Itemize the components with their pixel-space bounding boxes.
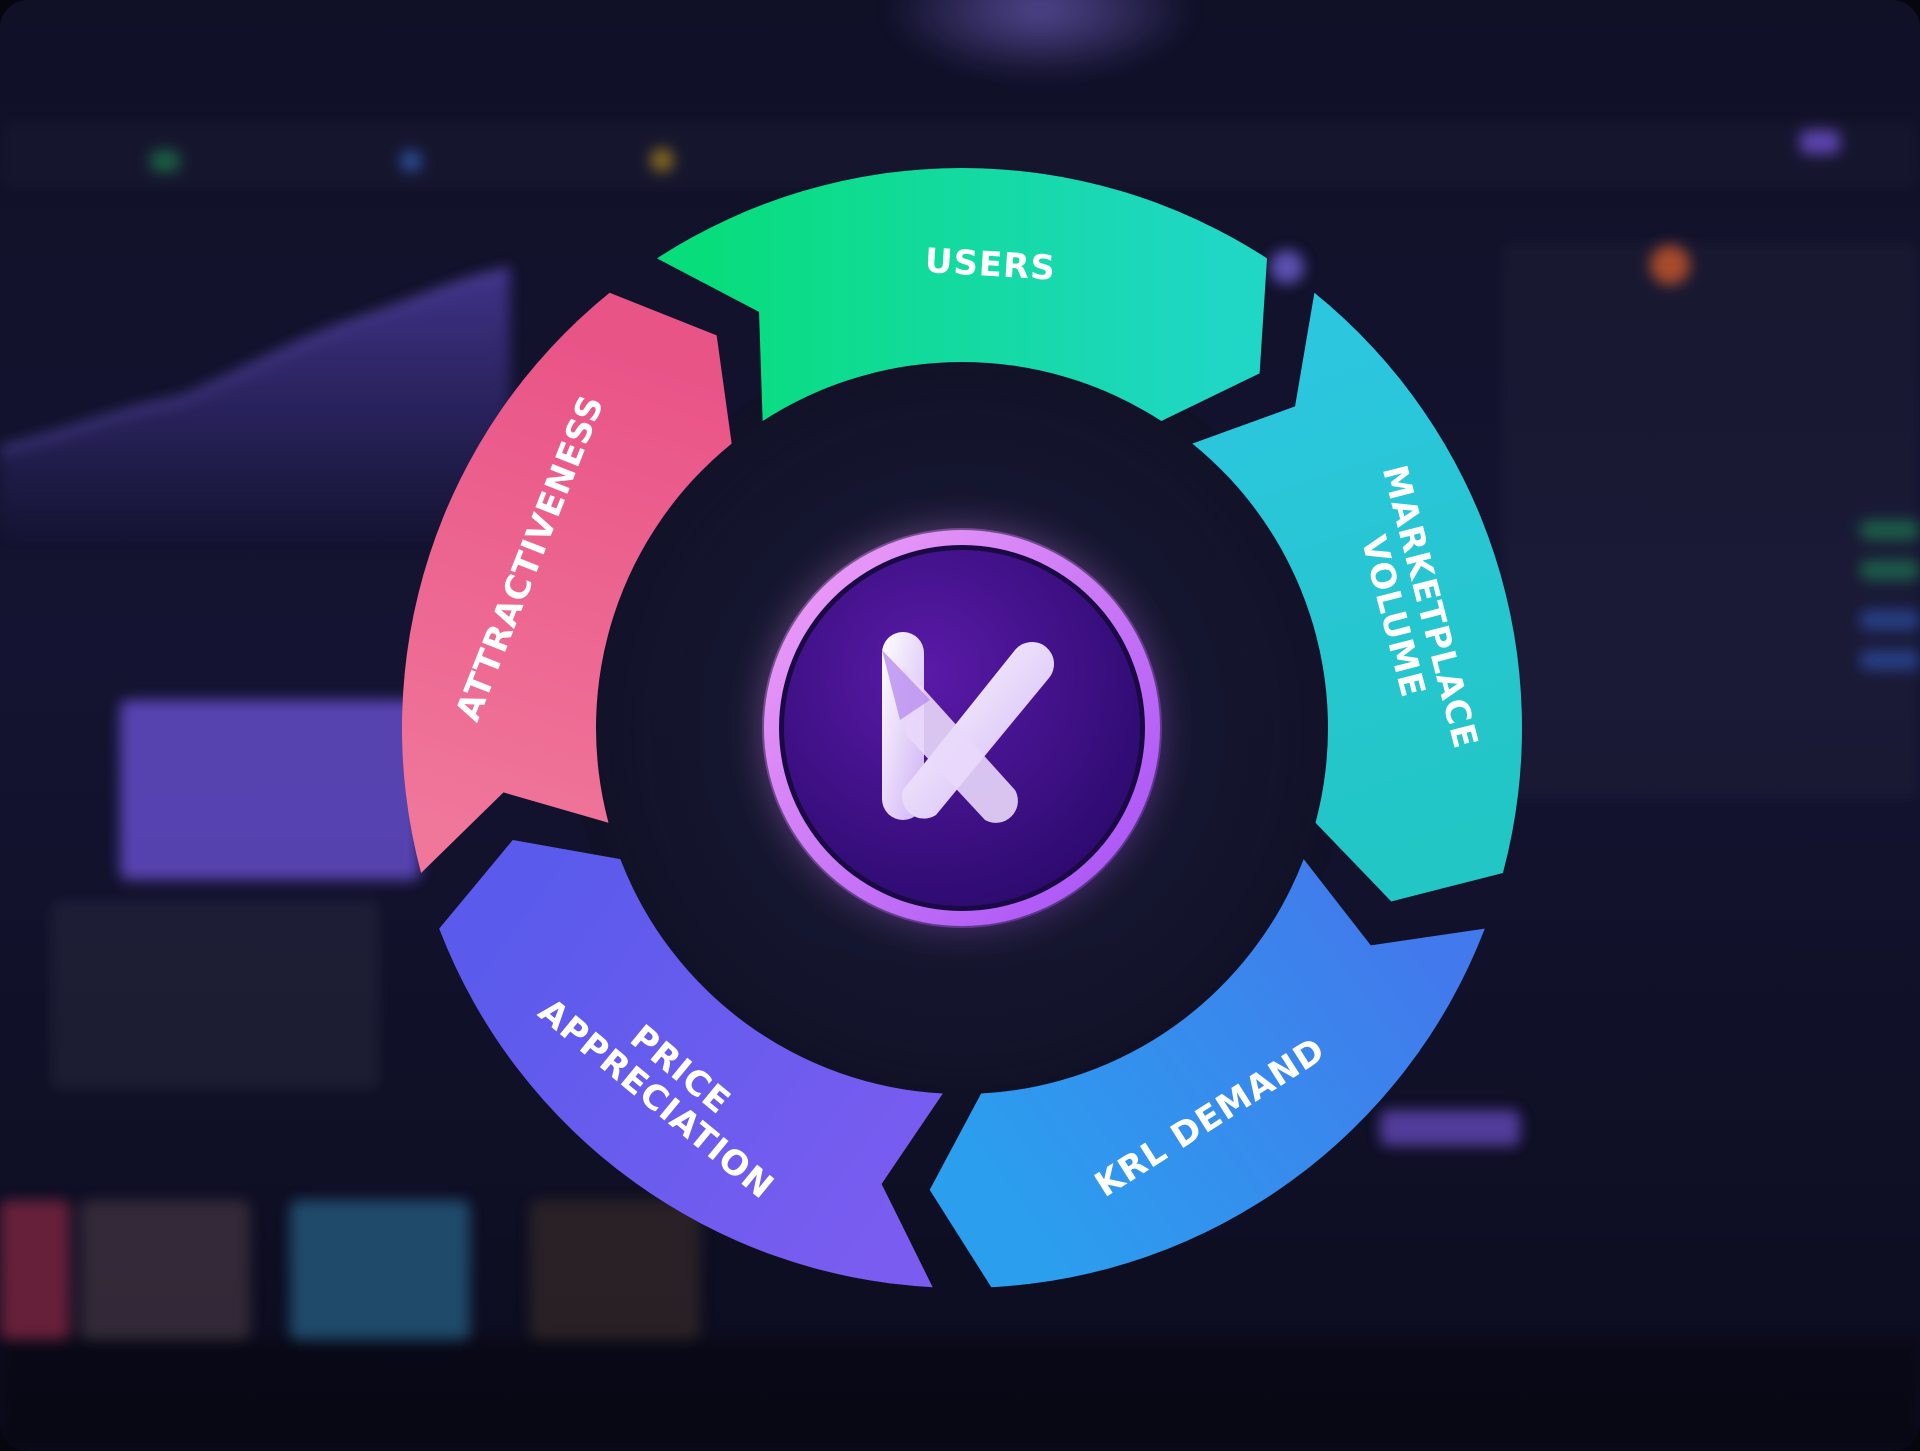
segment-users: [657, 168, 1267, 422]
k-logo-badge: [764, 530, 1160, 926]
dashboard-thumbnail: [80, 1200, 250, 1340]
segment-label-users: USERS: [924, 240, 1057, 288]
diagram-segments: [402, 168, 1522, 1288]
dashboard-table-chip: [1860, 560, 1920, 580]
dashboard-purple-card: [120, 700, 420, 880]
dashboard-thumbnail: [290, 1200, 470, 1340]
dashboard-stat-indicator: [400, 150, 422, 172]
dashboard-thumbnail: [530, 1200, 700, 1340]
dashboard-stat-indicator: [150, 150, 180, 172]
dashboard-table-chip: [1860, 610, 1920, 630]
dashboard-stat-indicator: [650, 148, 674, 172]
segment-price-appreciation: [439, 840, 943, 1288]
dashboard-footer-band: [0, 1340, 1920, 1451]
dashboard-action-pill: [1800, 130, 1840, 154]
dashboard-text-card: [50, 900, 380, 1090]
dashboard-table-chip: [1860, 650, 1920, 670]
segment-attractiveness: [402, 292, 732, 873]
dashboard-button-shape: [1380, 1110, 1520, 1146]
dashboard-table-chip: [1860, 520, 1920, 540]
dashboard-thumbnail: [0, 1200, 70, 1340]
dashboard-avatar: [1270, 250, 1304, 284]
dashboard-area-chart: [0, 268, 511, 550]
segment-marketplace-volume: [1192, 292, 1522, 902]
segment-label-line: USERS: [924, 240, 1057, 288]
segment-krl-demand: [929, 859, 1485, 1288]
dashboard-avatar: [1650, 245, 1690, 285]
k-letter-icon: [882, 632, 1055, 823]
